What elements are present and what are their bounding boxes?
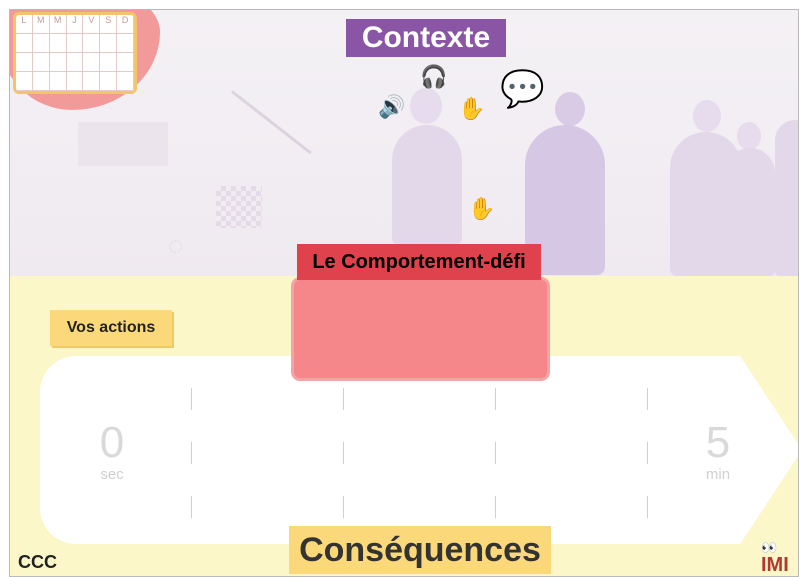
timeline-arrow[interactable] bbox=[40, 356, 740, 544]
person-silhouette-icon bbox=[693, 100, 721, 132]
calendar-icon: L M M J V S D bbox=[13, 12, 137, 94]
person-silhouette-icon bbox=[555, 92, 585, 126]
context-title: Contexte bbox=[346, 19, 506, 57]
checkerboard-icon bbox=[216, 186, 262, 228]
calendar-day: L bbox=[16, 15, 33, 34]
calendar-day: D bbox=[117, 15, 134, 34]
hand-icon: ✋ bbox=[458, 96, 486, 121]
chat-bubble-icon: 💬 bbox=[500, 68, 545, 109]
eyes-icon: 👀 bbox=[761, 540, 777, 555]
person-silhouette-icon bbox=[775, 120, 798, 276]
calendar-day: M bbox=[32, 15, 50, 34]
timeline-end-value: 5 bbox=[705, 418, 731, 467]
logo-text: IMI bbox=[761, 554, 789, 576]
hand-icon: ✋ bbox=[468, 196, 496, 221]
timeline-divider bbox=[191, 388, 193, 538]
timeline-end-unit: min bbox=[705, 466, 731, 483]
timeline-divider bbox=[343, 388, 345, 538]
faded-image bbox=[78, 122, 168, 166]
behavior-box[interactable] bbox=[294, 280, 547, 378]
clock-hand-icon bbox=[231, 90, 312, 155]
headphones-icon: 🎧 bbox=[420, 64, 448, 89]
timeline-start-unit: sec bbox=[100, 466, 124, 483]
timeline-divider bbox=[495, 388, 497, 538]
person-silhouette-icon bbox=[392, 125, 462, 245]
person-silhouette-icon bbox=[737, 122, 761, 150]
behavior-title: Le Comportement-défi bbox=[297, 244, 541, 280]
imi-logo: 👀 IMI bbox=[761, 540, 798, 576]
timeline-arrow-tip bbox=[740, 356, 798, 544]
person-silhouette-icon bbox=[410, 88, 442, 124]
actions-label: Vos actions bbox=[50, 310, 172, 346]
person-silhouette-icon bbox=[725, 148, 775, 276]
footer-ccc-label: CCC bbox=[18, 552, 57, 572]
calendar-day: V bbox=[83, 15, 101, 34]
calendar-day: J bbox=[66, 15, 84, 34]
scenario-canvas: 🔊 🎧 ✋ 💬 ◌ ✋ L M M J V S D Contexte bbox=[9, 9, 799, 577]
speaker-icon: 🔊 bbox=[378, 94, 406, 119]
timeline-divider bbox=[647, 388, 649, 538]
consequences-title: Conséquences bbox=[289, 526, 551, 574]
calendar-day: S bbox=[100, 15, 118, 34]
calendar-day: M bbox=[49, 15, 67, 34]
ball-icon: ◌ bbox=[168, 230, 184, 260]
timeline-start-value: 0 bbox=[99, 418, 125, 467]
